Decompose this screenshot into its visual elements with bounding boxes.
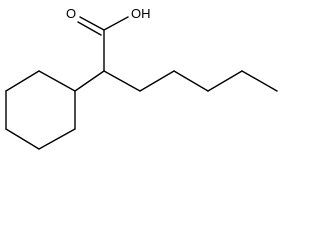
ring-bond-5 [5,70,40,92]
hydroxyl-label: OH [131,6,151,21]
ring-bond-6 [38,70,76,92]
chain-bond-3 [173,70,209,92]
oxygen-label: O [66,6,76,21]
chain-bond-5 [241,70,278,92]
pentyl-chain [103,70,278,92]
chain-bond-1 [103,70,141,92]
chain-bond-4 [207,70,243,92]
cyclohexyl-ring [5,70,76,150]
carbon-hydroxyl-bond [103,16,129,31]
carbonyl-double-bond-a [79,16,105,31]
carbonyl-double-bond-b [77,21,102,36]
ring-bond-2 [38,128,76,150]
ring-to-alpha-bond [74,70,105,92]
structure-diagram: O OH [5,6,278,150]
chain-bond-2 [139,70,175,92]
ring-bond-3 [5,128,40,150]
carboxyl-group: O OH [66,6,151,72]
